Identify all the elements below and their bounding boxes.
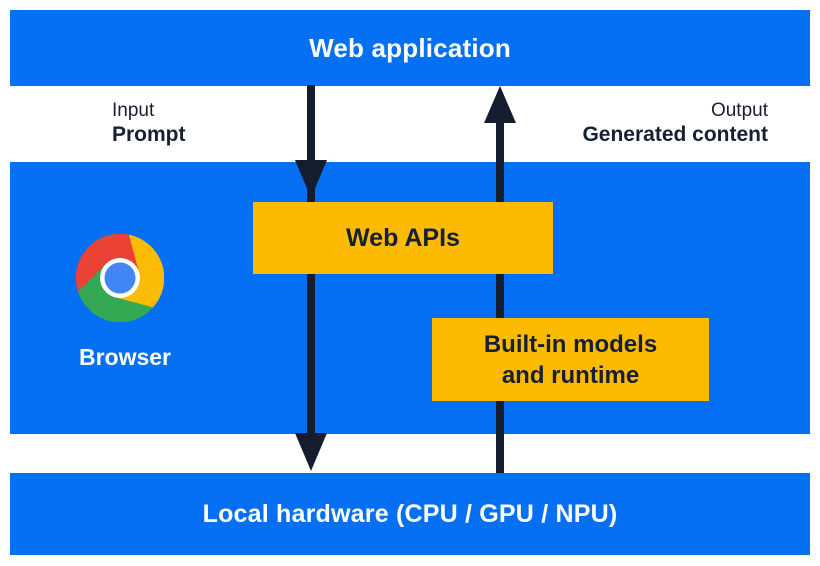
- input-caption: Input: [112, 100, 155, 121]
- output-caption: Output: [710, 100, 768, 121]
- browser-label: Browser: [78, 344, 172, 370]
- output-generated-content-label: Generated content: [582, 123, 768, 146]
- web-application-title: Web application: [309, 32, 511, 63]
- down-arrow-icon: [295, 160, 327, 198]
- builtin-models-label: Built-in models and runtime: [484, 329, 657, 391]
- chrome-logo-icon: [76, 234, 164, 322]
- web-application-band: Web application: [10, 10, 810, 86]
- up-arrow-icon: [484, 86, 516, 123]
- builtin-models-line2: and runtime: [501, 361, 640, 389]
- generated-content-flow-line: [496, 122, 504, 473]
- builtin-models-box: Built-in models and runtime: [432, 318, 709, 401]
- input-prompt-label: Prompt: [112, 123, 186, 146]
- web-apis-label: Web APIs: [346, 223, 460, 252]
- down-arrow-icon: [295, 433, 327, 471]
- builtin-models-line1: Built-in models: [483, 330, 658, 358]
- local-hardware-band: Local hardware (CPU / GPU / NPU): [10, 473, 810, 555]
- web-apis-box: Web APIs: [253, 202, 553, 274]
- chrome-logo-blue-center: [104, 262, 136, 294]
- local-hardware-title: Local hardware (CPU / GPU / NPU): [202, 499, 618, 528]
